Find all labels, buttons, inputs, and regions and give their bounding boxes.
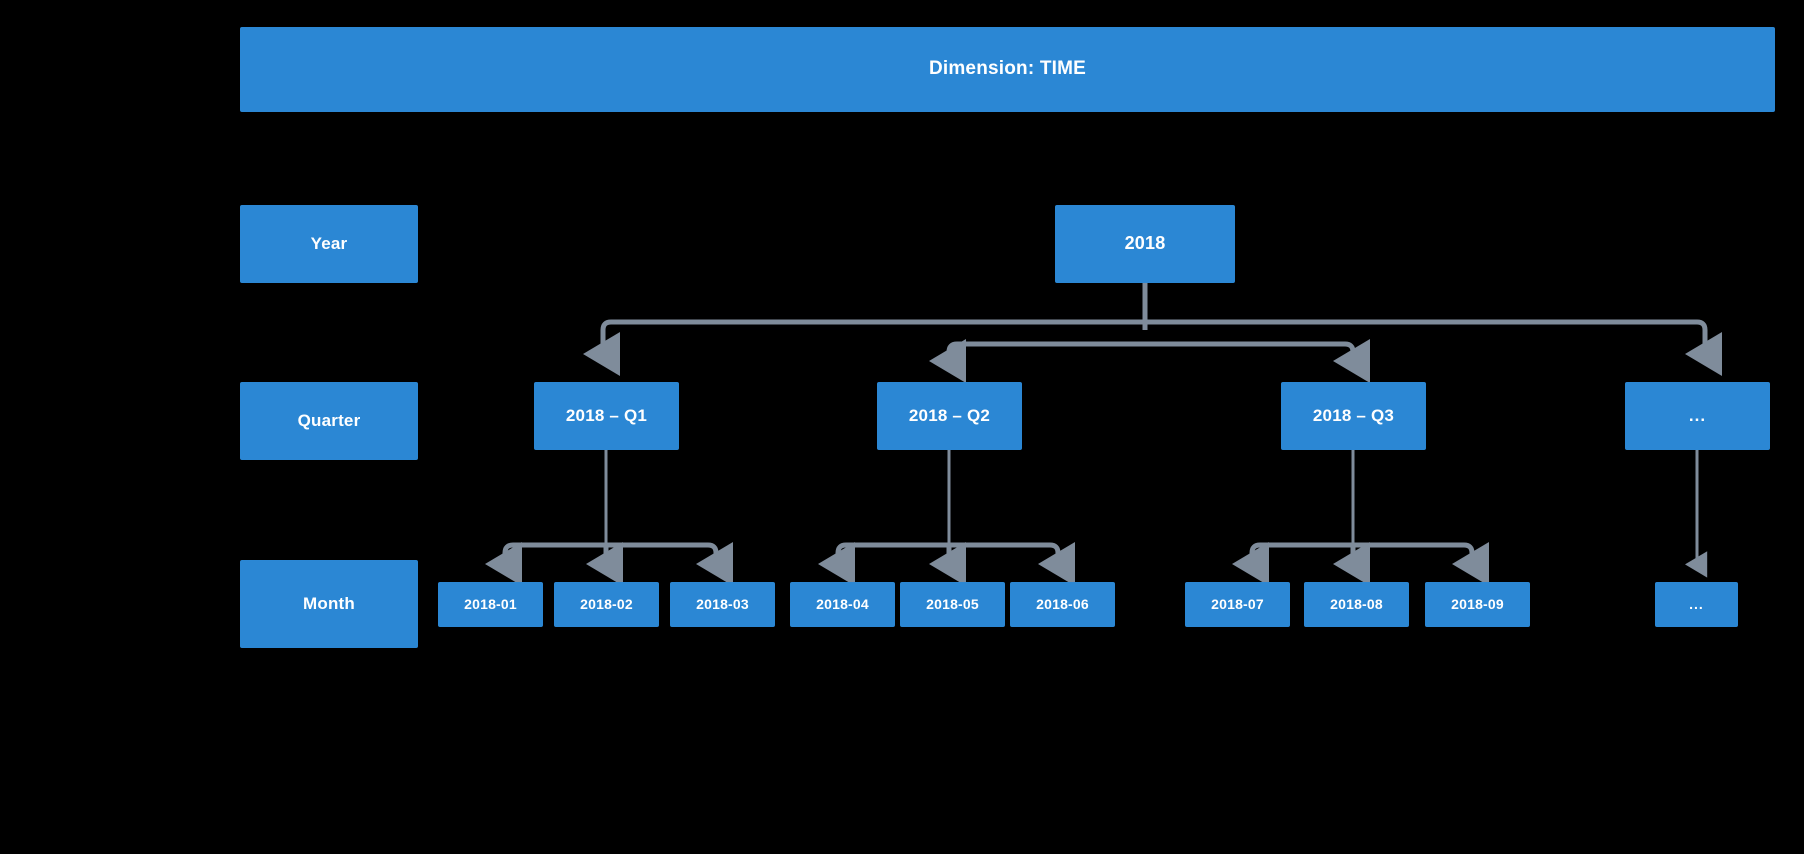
row-label-quarter: Quarter — [240, 382, 418, 460]
node-month-2018-02[interactable]: 2018-02 — [554, 582, 659, 627]
node-year-2018[interactable]: 2018 — [1055, 205, 1235, 283]
node-quarter-q2[interactable]: 2018 – Q2 — [877, 382, 1022, 450]
node-month-2018-06[interactable]: 2018-06 — [1010, 582, 1115, 627]
node-month-2018-07[interactable]: 2018-07 — [1185, 582, 1290, 627]
edge-year-to-q2 — [929, 339, 1145, 384]
node-month-2018-08[interactable]: 2018-08 — [1304, 582, 1409, 627]
dimension-header: Dimension: TIME — [240, 27, 1775, 112]
node-quarter-q3[interactable]: 2018 – Q3 — [1281, 382, 1426, 450]
node-month-more[interactable]: ... — [1655, 582, 1738, 627]
row-label-month: Month — [240, 560, 418, 648]
node-quarter-more[interactable]: ... — [1625, 382, 1770, 450]
edge-q2-to-m06 — [949, 542, 1075, 587]
edge-year-to-q1 — [583, 319, 1145, 377]
node-month-2018-03[interactable]: 2018-03 — [670, 582, 775, 627]
row-label-year: Year — [240, 205, 418, 283]
node-month-2018-09[interactable]: 2018-09 — [1425, 582, 1530, 627]
edge-q3-to-m09 — [1353, 542, 1489, 587]
edge-year-to-q3 — [1145, 339, 1370, 384]
node-month-2018-04[interactable]: 2018-04 — [790, 582, 895, 627]
node-month-2018-05[interactable]: 2018-05 — [900, 582, 1005, 627]
edge-q2-to-m04 — [818, 542, 949, 587]
edge-year-to-qx — [1145, 319, 1722, 377]
edge-q3-to-m07 — [1232, 542, 1353, 587]
edge-q1-to-m03 — [606, 542, 733, 587]
node-quarter-q1[interactable]: 2018 – Q1 — [534, 382, 679, 450]
node-month-2018-01[interactable]: 2018-01 — [438, 582, 543, 627]
edge-q1-to-m01 — [485, 542, 606, 587]
